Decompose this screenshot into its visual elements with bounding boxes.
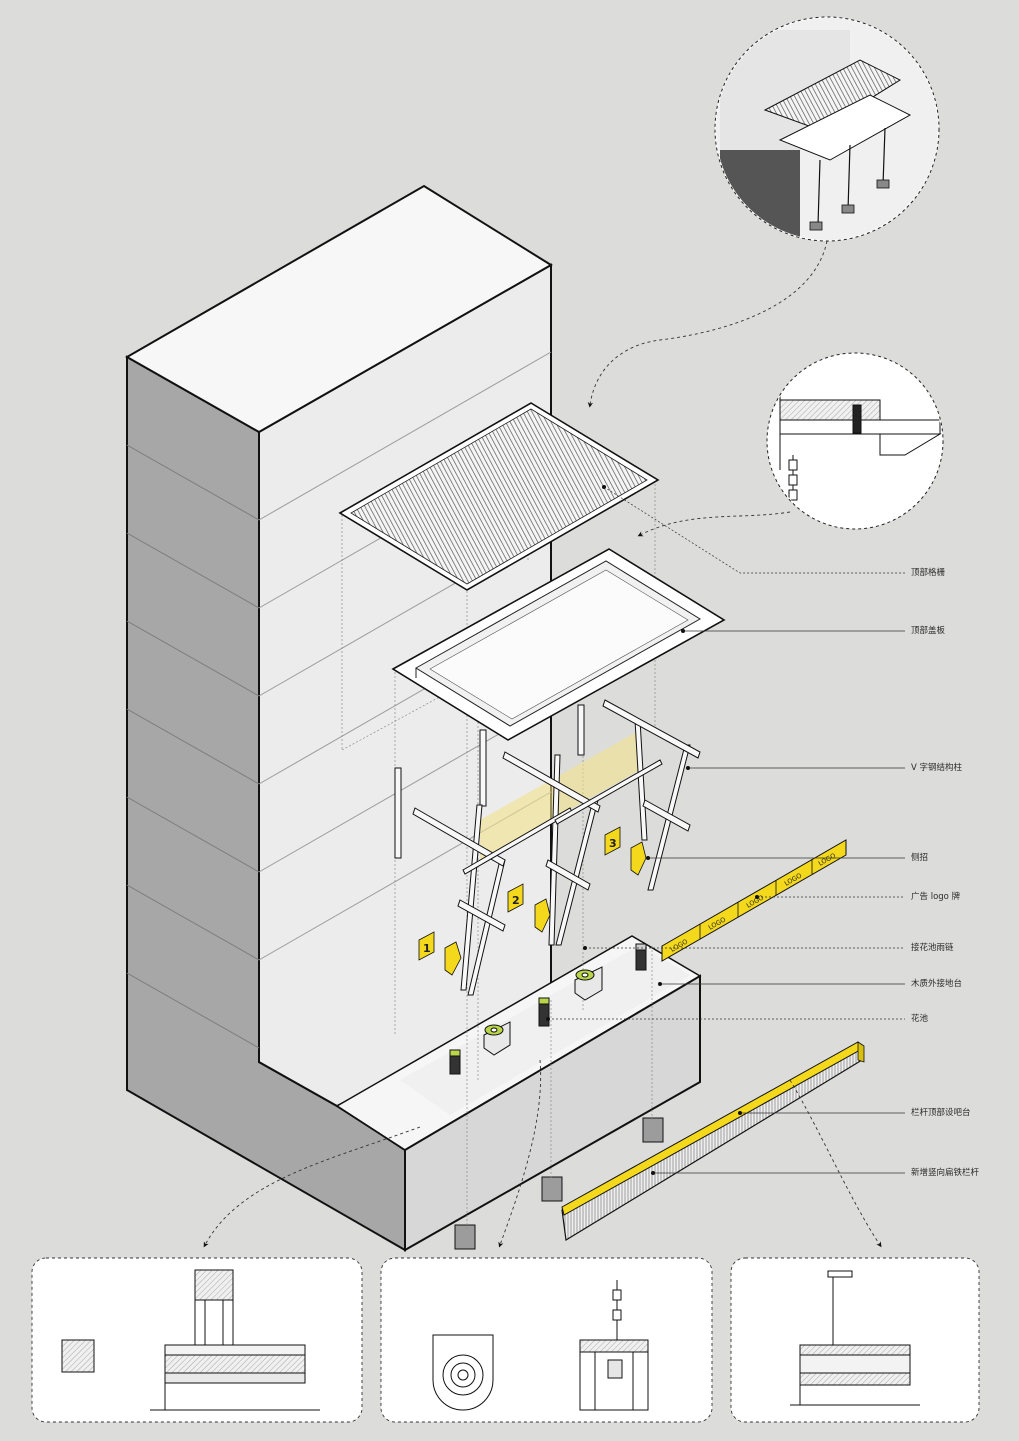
yellow-back-panel <box>480 730 640 860</box>
label-wood-platform: 木质外接地台 <box>911 979 963 989</box>
footing <box>541 1176 563 1202</box>
footing <box>454 1224 476 1250</box>
side-sign-3: 3 <box>604 826 647 876</box>
detail-circle-section <box>766 352 944 530</box>
detail-panel-3 <box>730 1257 980 1423</box>
callout-leaders <box>548 486 905 1174</box>
label-railing-bar-counter: 栏杆顶部设吧台 <box>911 1108 971 1118</box>
label-top-grille: 顶部格栅 <box>911 568 946 578</box>
dashed-arrows <box>203 240 882 1248</box>
detail-panels <box>31 1257 980 1423</box>
detail-circle-perspective <box>714 16 940 242</box>
label-side-sign: 侧招 <box>911 853 929 863</box>
planter-tall <box>635 943 647 971</box>
v-steel-columns <box>394 699 701 996</box>
label-v-steel-column: V 字钢结构柱 <box>911 763 963 773</box>
footings <box>454 1117 664 1250</box>
building-top-face <box>124 184 553 434</box>
label-flat-iron-railing: 新增竖向扁铁栏杆 <box>911 1168 980 1178</box>
wood-platform-block <box>335 935 702 1252</box>
side-sign-2: 2 <box>507 883 551 933</box>
planters <box>449 943 647 1075</box>
label-planter-rain-chain: 接花池雨链 <box>911 943 954 953</box>
platform-front <box>404 974 701 1252</box>
sign-number: 2 <box>512 894 520 907</box>
label-planter: 花池 <box>911 1014 929 1024</box>
planter-tall <box>449 1049 461 1075</box>
side-sign-1: 1 <box>418 931 462 976</box>
planter-round <box>483 1021 511 1056</box>
floor-lines-side <box>126 444 260 1049</box>
callout-dots <box>546 485 759 1175</box>
footing <box>642 1117 664 1143</box>
side-signs: 1 2 3 <box>418 826 647 976</box>
label-top-cover-plate: 顶部盖板 <box>911 626 946 636</box>
planter-tall <box>538 997 550 1027</box>
detail-panel-2 <box>380 1257 713 1423</box>
sign-number: 1 <box>423 942 431 955</box>
top-cover-plate <box>391 548 726 741</box>
flat-iron-railing <box>561 1041 865 1241</box>
top-grille <box>338 402 660 591</box>
label-ad-logo-sign: 广告 logo 牌 <box>911 892 961 902</box>
sign-number: 3 <box>609 837 617 850</box>
planter-round <box>574 966 603 1001</box>
